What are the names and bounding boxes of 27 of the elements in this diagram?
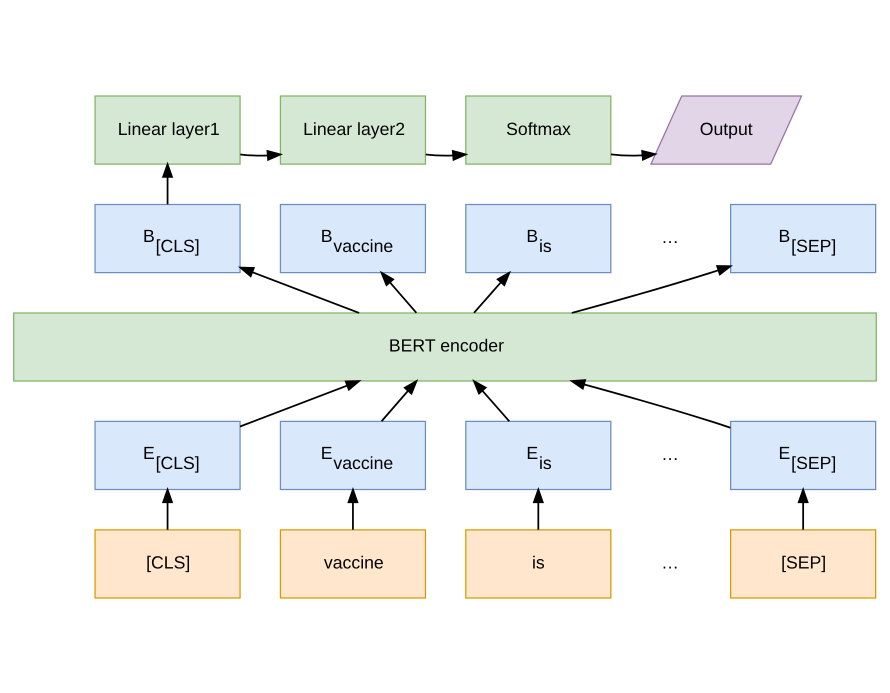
- node-box: Linear layer2: [280, 94, 426, 164]
- arrow: [380, 270, 418, 313]
- arrow: [380, 378, 418, 422]
- arrow: [798, 486, 809, 530]
- node-box: BERT encoder: [13, 312, 877, 382]
- node-box: Softmax: [465, 94, 612, 164]
- label: …: [661, 552, 679, 572]
- node-box: [CLS]: [94, 528, 241, 598]
- node-box: [SEP]: [730, 528, 876, 598]
- arrow: [472, 378, 510, 422]
- arrow: [240, 149, 284, 161]
- arrow: [532, 486, 544, 530]
- label: …: [661, 444, 679, 464]
- arrow: [347, 486, 359, 530]
- arrow: [240, 380, 362, 427]
- node-box: is: [465, 528, 612, 598]
- arrow: [569, 378, 731, 428]
- arrow: [610, 149, 658, 161]
- arrow: [572, 264, 733, 314]
- arrow: [238, 266, 360, 314]
- arrow: [162, 486, 174, 530]
- node-box: Linear layer1: [94, 94, 241, 164]
- arrow: [162, 161, 174, 204]
- node-box: vaccine: [280, 528, 426, 598]
- label: …: [661, 226, 679, 247]
- arrow: [473, 270, 512, 313]
- arrow: [426, 149, 468, 161]
